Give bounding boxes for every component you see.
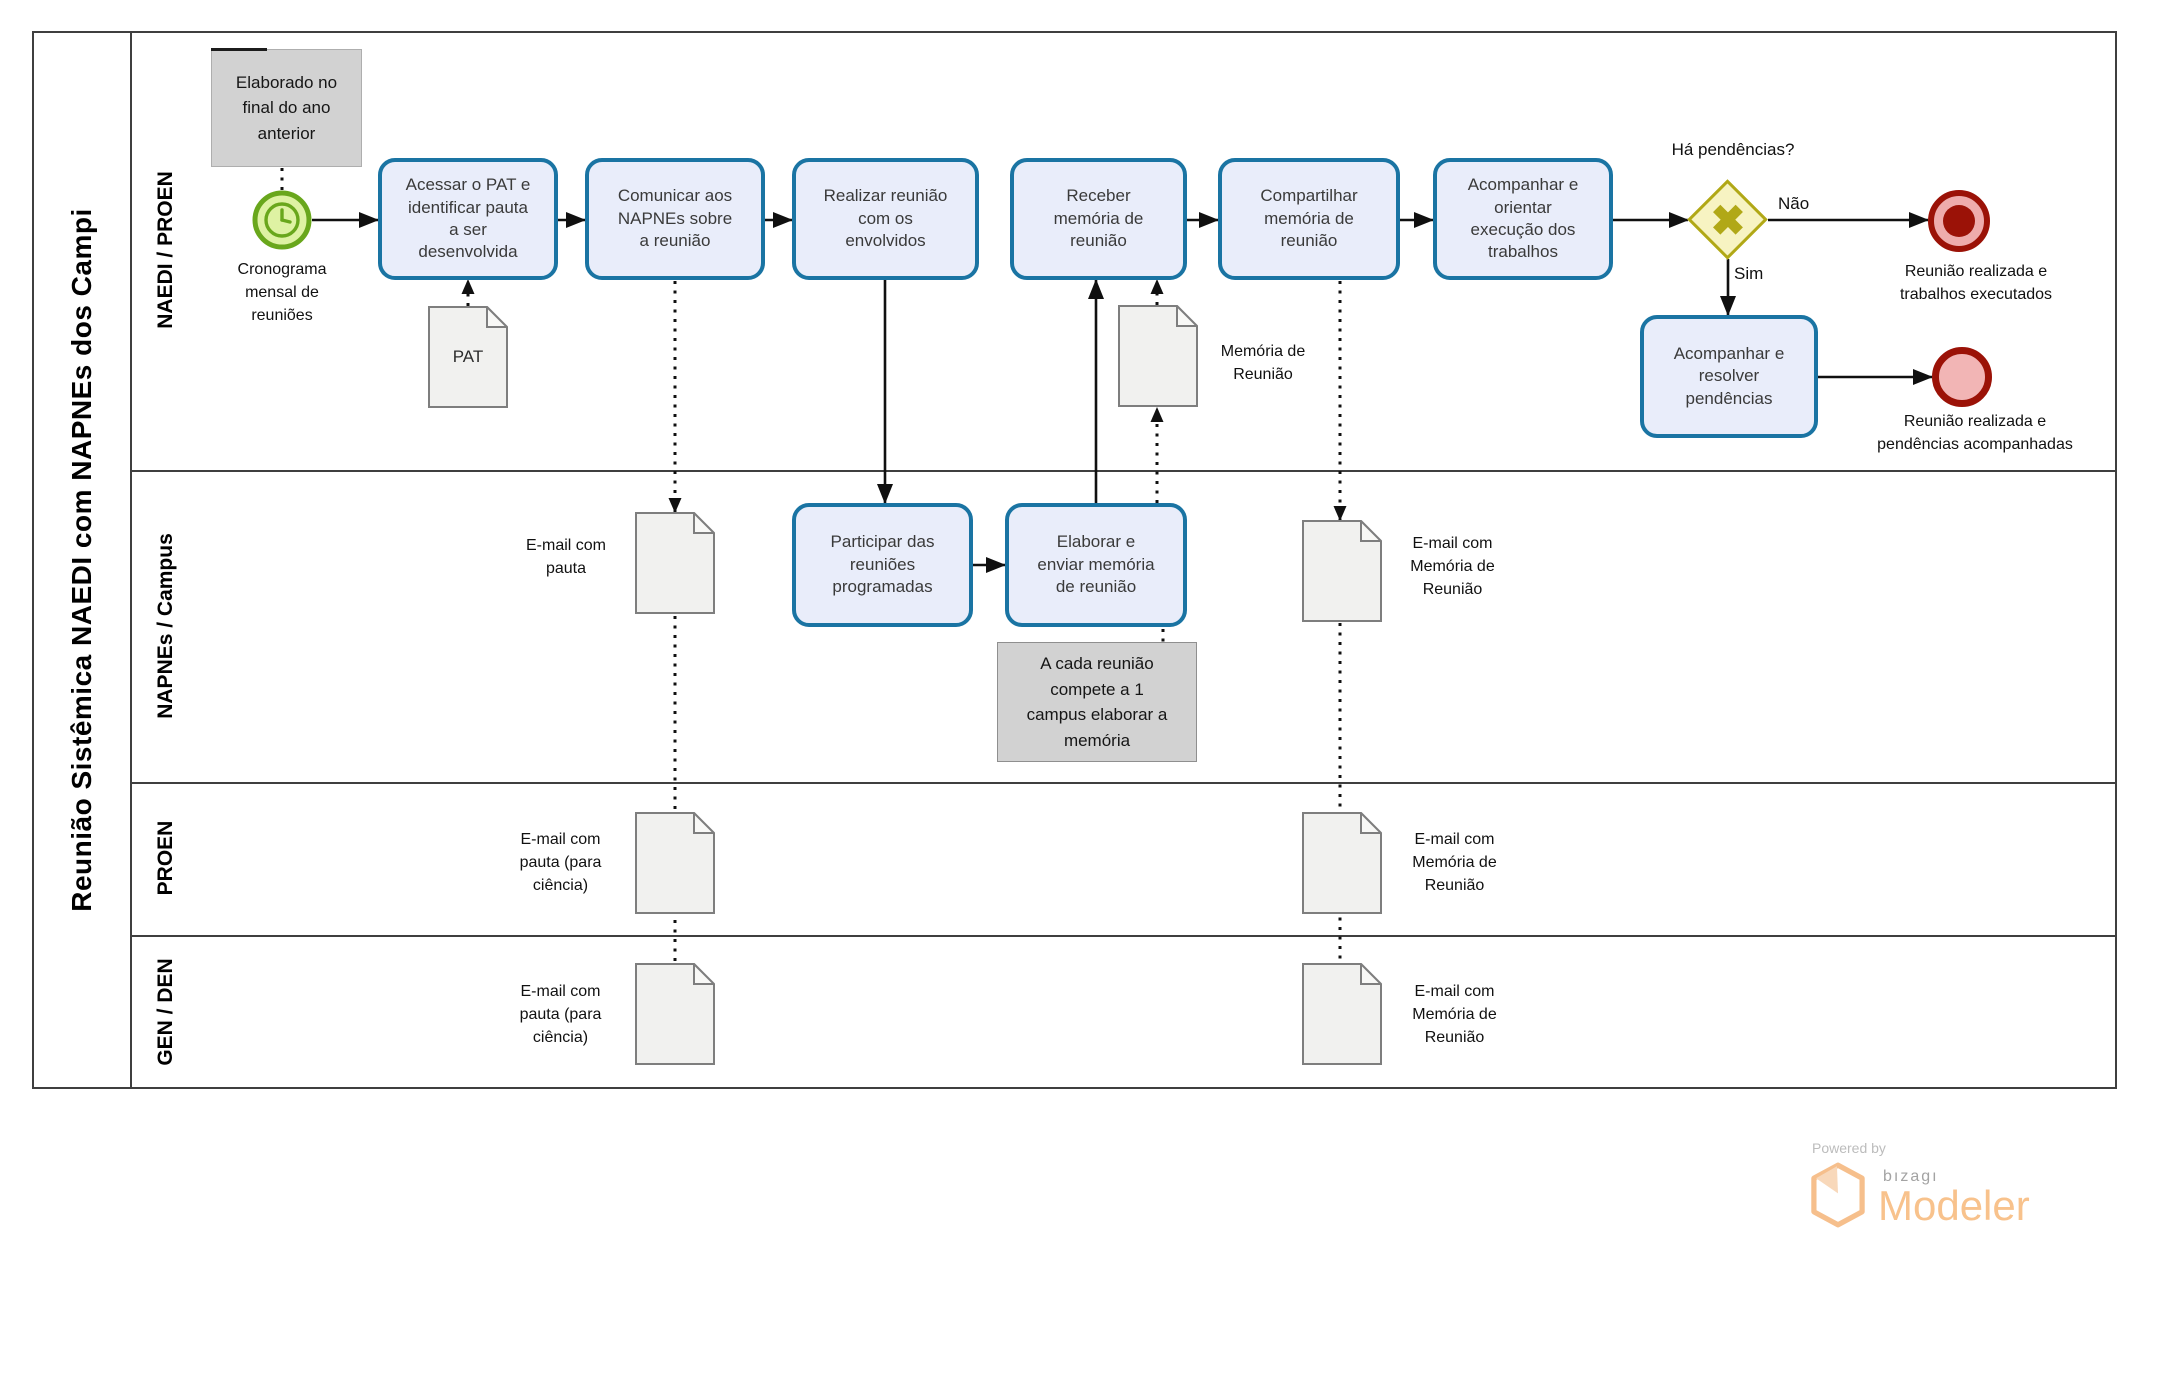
- document-email-memoria-proen[interactable]: [1302, 812, 1382, 914]
- document-pat[interactable]: PAT: [428, 306, 508, 408]
- document-email-pauta-gen[interactable]: [635, 963, 715, 1065]
- powered-by-label: Powered by: [1812, 1140, 1886, 1156]
- lane-separator-2: [132, 782, 2117, 784]
- document-memoria-label: Memória de Reunião: [1220, 343, 1306, 384]
- task-receber-memoria[interactable]: Receber memória de reunião: [1010, 158, 1187, 280]
- task-acessar-pat[interactable]: Acessar o PAT e identificar pauta a ser …: [378, 158, 558, 280]
- annotation-cada-reuniao: A cada reunião compete a 1 campus elabor…: [997, 642, 1197, 762]
- document-email-pauta-ciencia-label-proen: E-mail com pauta (para ciência): [519, 831, 602, 895]
- annotation-elaborado: Elaborado no final do ano anterior: [211, 48, 362, 167]
- pool-title-strip: [32, 31, 132, 1089]
- task-elaborar-memoria[interactable]: Elaborar e enviar memória de reunião: [1005, 503, 1187, 627]
- task-acompanhar-orientar[interactable]: Acompanhar e orientar execução dos traba…: [1433, 158, 1613, 280]
- document-pat-label: PAT: [452, 347, 484, 366]
- end-event-pendencias[interactable]: [1932, 347, 1992, 407]
- end-event-label-pendencias: Reunião realizada e pendências acompanha…: [1877, 413, 2073, 454]
- document-email-pauta-proen[interactable]: [635, 812, 715, 914]
- document-memoria-reuniao[interactable]: [1118, 305, 1198, 407]
- document-email-memoria-gen[interactable]: [1302, 963, 1382, 1065]
- lane-separator-3: [132, 935, 2117, 937]
- gateway-question-label: Há pendências?: [1671, 140, 1795, 159]
- start-timer-event[interactable]: [252, 190, 312, 255]
- lane-separator-1: [132, 470, 2117, 472]
- task-realizar-reuniao[interactable]: Realizar reunião com os envolvidos: [792, 158, 979, 280]
- task-acompanhar-resolver[interactable]: Acompanhar e resolver pendências: [1640, 315, 1818, 438]
- modeler-product-label: Modeler: [1878, 1182, 2030, 1229]
- document-email-pauta-label: E-mail com pauta: [525, 537, 606, 578]
- terminate-icon: [1943, 205, 1975, 237]
- gateway-x-icon: ✖: [1710, 196, 1746, 244]
- document-email-memoria-label-proen: E-mail com Memória de Reunião: [1412, 831, 1497, 895]
- document-email-memoria-label-gen: E-mail com Memória de Reunião: [1412, 983, 1497, 1047]
- document-email-memoria-label-napnes: E-mail com Memória de Reunião: [1410, 535, 1495, 599]
- document-email-pauta-napnes[interactable]: [635, 512, 715, 614]
- bizagi-logo-icon: [1810, 1162, 1866, 1233]
- document-email-pauta-ciencia-label-gen: E-mail com pauta (para ciência): [519, 983, 602, 1047]
- document-email-memoria-napnes[interactable]: [1302, 520, 1382, 622]
- timer-icon: [252, 190, 312, 250]
- bizagi-brand-label: bızagı: [1883, 1168, 1939, 1185]
- start-event-label: Cronograma mensal de reuniões: [237, 261, 327, 325]
- task-comunicar-napnes[interactable]: Comunicar aos NAPNEs sobre a reunião: [585, 158, 765, 280]
- task-compartilhar-memoria[interactable]: Compartilhar memória de reunião: [1218, 158, 1400, 280]
- gateway-yes-label: Sim: [1734, 264, 1764, 283]
- task-participar-reunioes[interactable]: Participar das reuniões programadas: [792, 503, 973, 627]
- end-event-label-trabalhos: Reunião realizada e trabalhos executados: [1899, 263, 2053, 304]
- gateway-no-label: Não: [1778, 194, 1810, 213]
- end-event-terminate[interactable]: [1928, 190, 1990, 252]
